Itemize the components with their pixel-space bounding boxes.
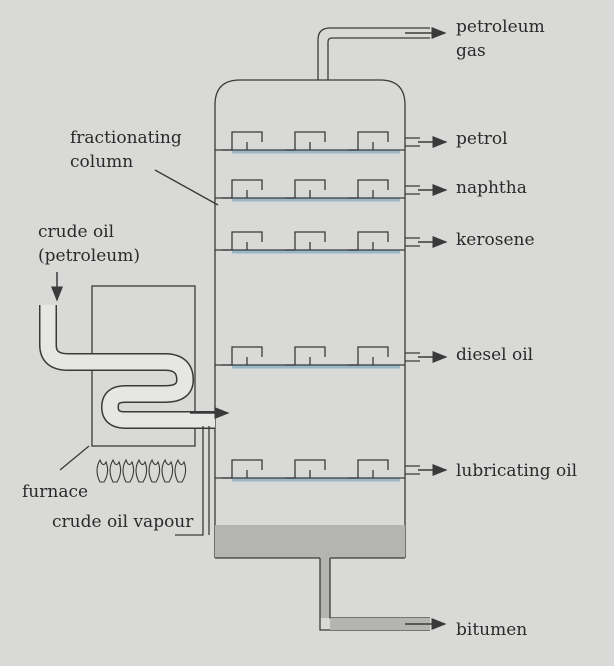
flame-icon	[148, 458, 161, 483]
product-label-petroleum-gas-1: petroleum	[456, 17, 545, 37]
product-label-bitumen: bitumen	[456, 620, 527, 640]
furnace-pointer	[59, 445, 90, 471]
furnace	[59, 285, 196, 471]
product-label-kerosene: kerosene	[456, 230, 535, 250]
tray	[215, 346, 405, 369]
bottom-outlet-pipe	[319, 558, 447, 631]
bubble-cap-trays	[215, 131, 405, 482]
flame-icon	[96, 458, 109, 483]
product-label-naphtha: naphtha	[456, 178, 527, 198]
vapour-pointer-line	[175, 426, 204, 536]
column-pointer-line	[154, 169, 219, 206]
flame-icon	[109, 458, 122, 483]
fractionating-column-label-1: fractionating	[70, 128, 182, 148]
tray	[215, 231, 405, 254]
crude-oil-label-2: (petroleum)	[38, 246, 140, 266]
flame-icon	[96, 458, 187, 483]
flame-icon	[161, 458, 174, 483]
crude-oil-vapour-label: crude oil vapour	[52, 512, 194, 532]
fractionating-column-label-2: column	[70, 152, 133, 172]
tray	[215, 459, 405, 482]
top-outlet-pipe	[317, 27, 447, 80]
tray	[215, 131, 405, 154]
crude-oil-label-1: crude oil	[38, 222, 114, 242]
flame-icon	[174, 458, 187, 483]
flame-icon	[122, 458, 135, 483]
product-label-diesel-oil: diesel oil	[456, 345, 533, 365]
product-label-lubricating-oil: lubricating oil	[456, 461, 577, 481]
fractionating-column	[214, 79, 406, 559]
bitumen-residue	[215, 525, 405, 558]
tray	[215, 179, 405, 202]
furnace-coil-pipe	[39, 272, 230, 429]
product-label-petroleum-gas-2: gas	[456, 41, 486, 61]
furnace-label: furnace	[22, 482, 88, 502]
product-label-petrol: petrol	[456, 129, 508, 149]
flame-icon	[135, 458, 148, 483]
side-outlets	[405, 136, 448, 476]
